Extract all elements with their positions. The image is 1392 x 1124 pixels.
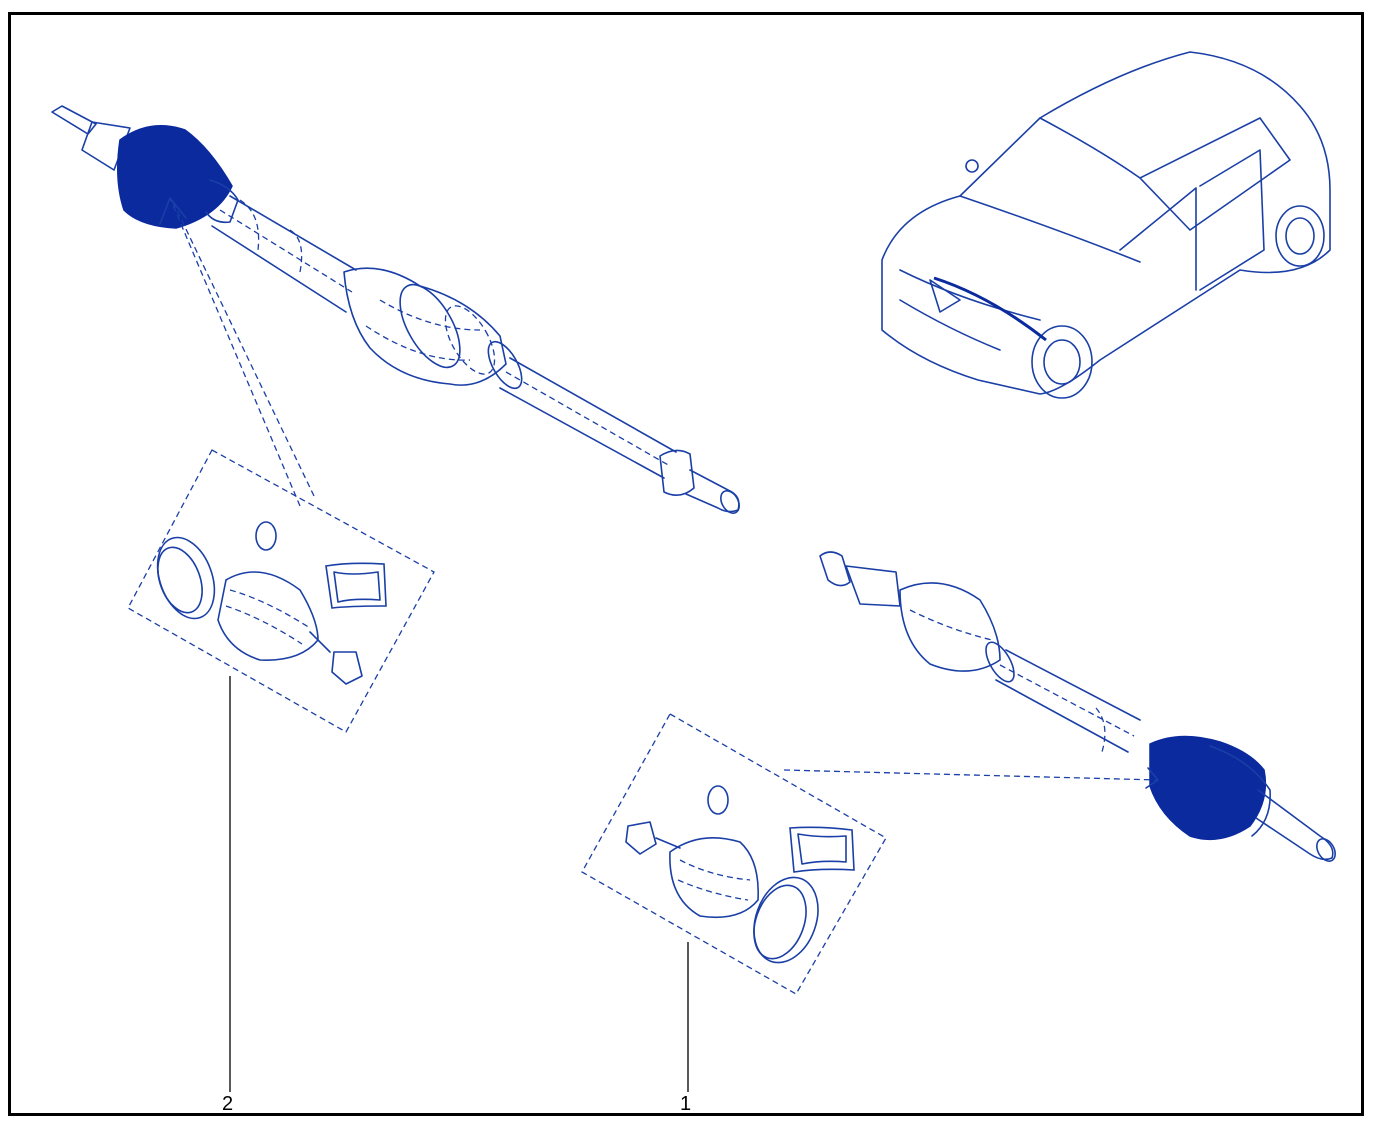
diagram-frame	[8, 12, 1364, 1116]
vehicle-illustration	[881, 51, 1331, 399]
repair-kit-1	[581, 713, 1159, 995]
inner-joint-boot-highlight	[1149, 735, 1267, 841]
drive-shaft-lower	[819, 551, 1336, 862]
drive-shaft-upper	[51, 105, 740, 514]
callout-2: 2	[222, 1093, 234, 1115]
outer-joint-boot-highlight	[117, 125, 233, 229]
callout-1: 1	[680, 1093, 692, 1115]
repair-kit-2	[127, 197, 435, 733]
